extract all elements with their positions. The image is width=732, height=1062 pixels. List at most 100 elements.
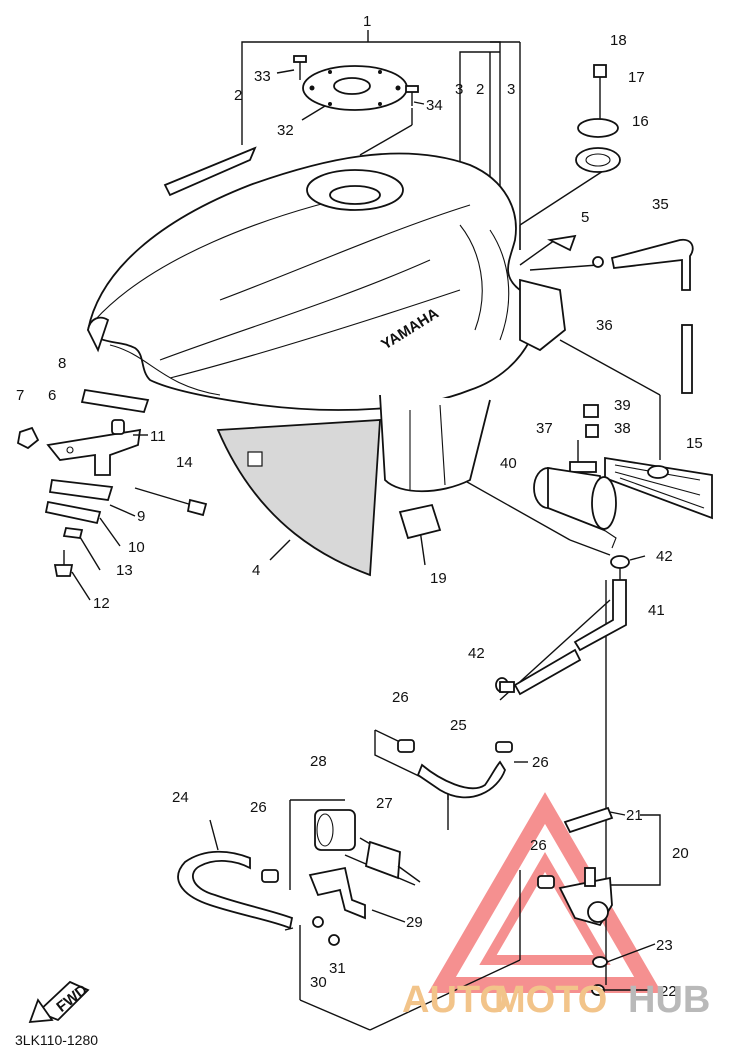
damper-19	[398, 503, 442, 540]
part-label: 5	[581, 209, 589, 226]
part-label: 14	[176, 454, 193, 471]
part-label: 26	[530, 837, 547, 854]
clamp-26	[397, 739, 415, 753]
part-label: 31	[329, 960, 346, 977]
nut-39	[583, 404, 599, 418]
part-label: 21	[626, 807, 643, 824]
bolt-icon	[593, 64, 607, 105]
part-number-labels: 1 2 2 3 3 4 5 6 7 8 9 10 11 12 13 14 15 …	[16, 13, 703, 1000]
part-label: 36	[596, 317, 613, 334]
part-label: 16	[632, 113, 649, 130]
bracket-29	[308, 866, 366, 920]
part-label: 26	[250, 799, 267, 816]
part-label: 30	[310, 974, 327, 991]
filter-holder	[314, 809, 356, 851]
fuel-hose-41	[513, 579, 627, 696]
screw-icon	[405, 85, 419, 106]
part-label: 27	[376, 795, 393, 812]
part-label: 22	[660, 983, 677, 1000]
part-label: 12	[93, 595, 110, 612]
decal-stripe	[163, 146, 257, 197]
part-label: 13	[116, 562, 133, 579]
part-label: 11	[150, 428, 166, 445]
bracket-6	[46, 428, 142, 476]
watermark-text: AUTO MOTO HUB	[402, 979, 710, 1021]
part-label: 3	[455, 81, 463, 98]
part-label: 4	[252, 562, 260, 579]
damper-17	[577, 118, 619, 138]
fuel-filter	[359, 837, 421, 883]
part-label: 37	[536, 420, 553, 437]
part-label: 8	[58, 355, 66, 372]
part-label: 2	[476, 81, 484, 98]
fuel-tank	[87, 152, 566, 493]
fuel-cap	[302, 65, 408, 111]
part-label: 10	[128, 539, 145, 556]
part-label: 15	[686, 435, 703, 452]
bracket-37	[569, 440, 597, 473]
clamp-26	[495, 741, 513, 753]
fuel-hose-24	[177, 850, 294, 930]
part-label: 26	[532, 754, 549, 771]
bolt-14	[134, 487, 208, 517]
part-label: 42	[468, 645, 485, 662]
part-label: 19	[430, 570, 447, 587]
watermark-moto: MOTO	[494, 979, 607, 1021]
part-label: 40	[500, 455, 517, 472]
damper-16	[575, 147, 621, 173]
part-label: 38	[614, 420, 631, 437]
part-label: 7	[16, 387, 24, 404]
part-label: 18	[610, 32, 627, 49]
part-label: 20	[672, 845, 689, 862]
part-label: 26	[392, 689, 409, 706]
breather-hose	[610, 238, 694, 394]
part-label: 24	[172, 789, 189, 806]
watermark-hub: HUB	[628, 979, 710, 1021]
drawing-code: 3LK110-1280	[15, 1032, 98, 1048]
part-label: 42	[656, 548, 673, 565]
plate-10	[44, 500, 102, 525]
part-label: 3	[507, 81, 515, 98]
part-label: 28	[310, 753, 327, 770]
screw-icon	[293, 55, 307, 80]
part-label: 17	[628, 69, 645, 86]
part-label: 1	[363, 13, 371, 30]
washer-30	[312, 916, 324, 928]
heat-shield	[604, 456, 713, 520]
part-label: 33	[254, 68, 271, 85]
part-label: 2	[234, 87, 242, 104]
fuel-hose-25	[416, 760, 506, 799]
plate-9	[48, 479, 114, 501]
fuel-pump	[533, 466, 617, 549]
collar-38	[585, 424, 599, 438]
part-label: 41	[648, 602, 665, 619]
part-label: 9	[137, 508, 145, 525]
clamp-26	[261, 869, 279, 883]
clip-icon	[547, 234, 577, 252]
part-label: 25	[450, 717, 467, 734]
plate-8	[80, 388, 150, 414]
part-label: 35	[652, 196, 669, 213]
part-label: 34	[426, 97, 443, 114]
forward-arrow-icon	[28, 980, 90, 1024]
washer-31	[328, 934, 340, 946]
part-label: 29	[406, 914, 423, 931]
part-label: 39	[614, 397, 631, 414]
label-leaders	[71, 69, 656, 991]
tank-cover-panel	[216, 419, 381, 577]
nut-icon	[16, 426, 40, 450]
fuel-cock	[558, 867, 613, 927]
clamp-42	[495, 677, 515, 693]
collar-11	[111, 419, 125, 435]
watermark-auto: AUTO	[402, 979, 509, 1021]
bolt-12	[53, 550, 74, 577]
oring-23	[592, 956, 608, 968]
part-label: 23	[656, 937, 673, 954]
clamp-26	[537, 875, 555, 889]
part-label: 32	[277, 122, 294, 139]
washer-13	[62, 527, 84, 539]
grommet-icon	[592, 256, 604, 268]
part-label: 6	[48, 387, 56, 404]
